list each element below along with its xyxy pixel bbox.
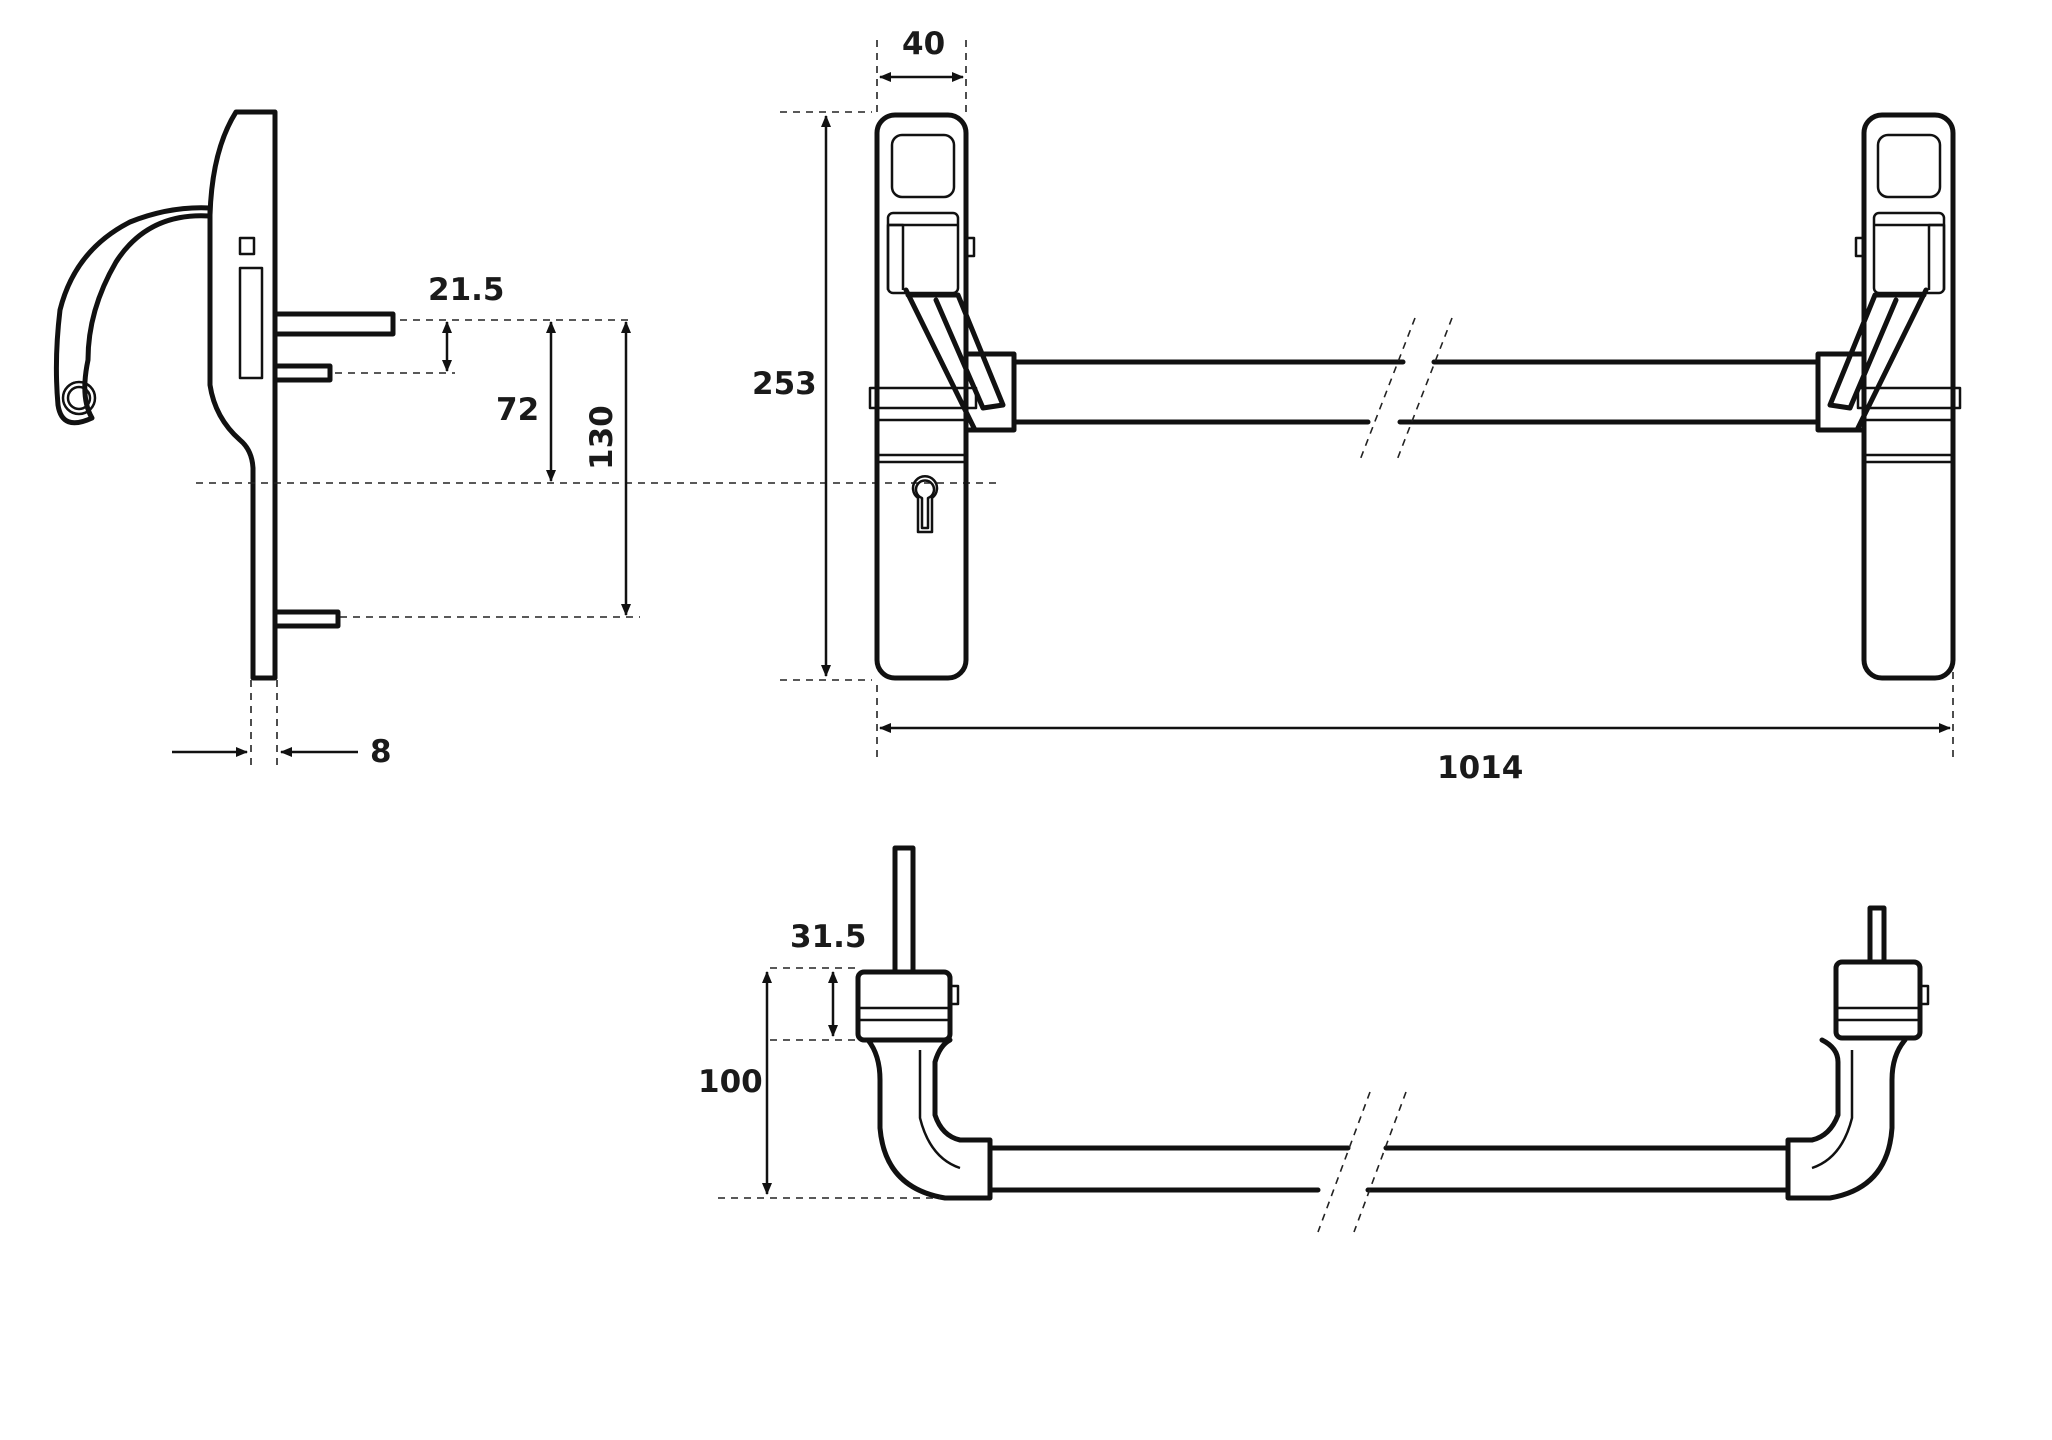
front-view-dimensions: 40 253 1014 [752,26,1954,786]
side-view-dimensions: 21.5 72 130 8 [172,272,998,770]
outer-spacing-label: 130 [584,405,620,470]
left-end-plate [874,112,969,681]
left-end-cap [855,969,953,1043]
plate-height-label: 253 [752,366,817,402]
right-end-plate [1861,112,1956,681]
screw-spacing-label: 72 [496,392,539,428]
side-view [53,109,396,681]
top-view-dimensions: 31.5 100 [698,919,940,1199]
bar-length-label: 1014 [1437,750,1523,786]
screw-offset-label: 21.5 [428,272,505,308]
front-view [868,112,1962,681]
thickness-label: 8 [370,734,392,770]
bar-break-line-right [1396,317,1453,461]
bar-offset-label: 31.5 [790,919,867,955]
plate-width-label: 40 [902,26,945,62]
bar-break-line-left [1359,317,1416,461]
right-end-cap [1833,959,1923,1041]
projection-label: 100 [698,1064,763,1100]
top-view [855,845,1930,1233]
